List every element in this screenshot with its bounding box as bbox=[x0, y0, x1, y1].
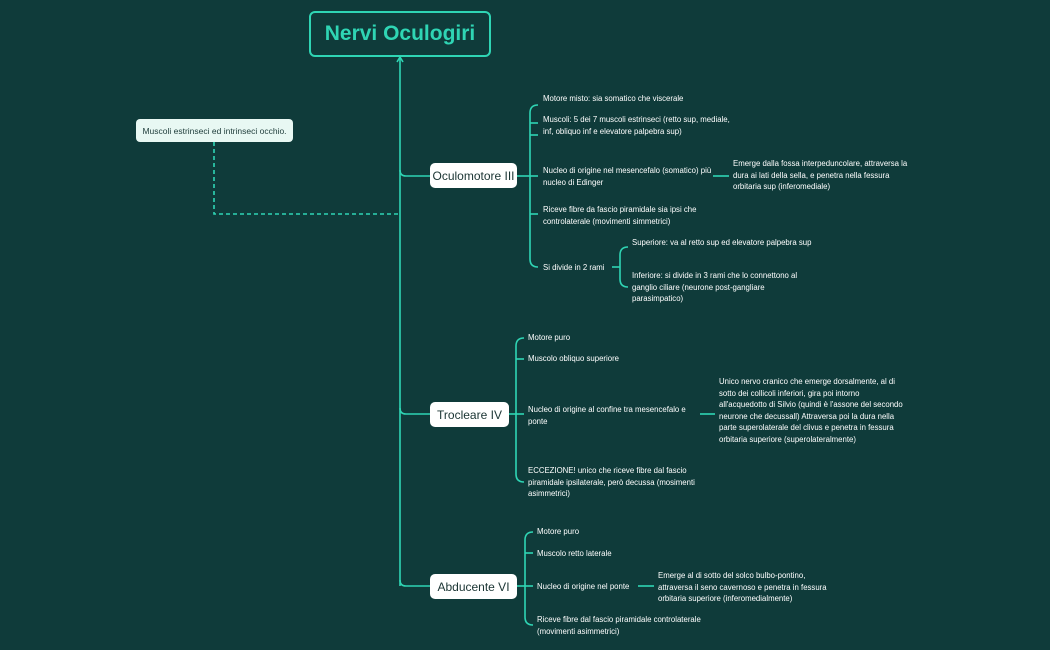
branch-oculomotore[interactable]: Oculomotore III bbox=[430, 163, 517, 188]
branch-trocleare[interactable]: Trocleare IV bbox=[430, 402, 509, 427]
connector-abd-spine bbox=[524, 531, 534, 626]
note-connector bbox=[213, 142, 400, 215]
troc-item-2[interactable]: Muscolo obliquo superiore bbox=[528, 354, 620, 363]
connector-troc-spine bbox=[515, 337, 525, 483]
branch-abducente[interactable]: Abducente VI bbox=[430, 574, 517, 599]
connector-trocleare bbox=[399, 407, 430, 415]
ocul-item-4[interactable]: Riceve fibre da fascio piramidale sia ip… bbox=[543, 205, 697, 226]
connector-abducente bbox=[399, 579, 430, 587]
abd-item-2[interactable]: Muscolo retto laterale bbox=[537, 549, 612, 558]
ocul-subitem-inferiore[interactable]: Inferiore: si divide in 3 rami che lo co… bbox=[632, 271, 798, 303]
root-node[interactable]: Nervi Oculogiri bbox=[309, 11, 491, 57]
connector-ocul-spine bbox=[529, 104, 539, 268]
ocul-item-3-detail[interactable]: Emerge dalla fossa interpeduncolare, att… bbox=[733, 159, 908, 191]
connector-ocul-split bbox=[619, 246, 629, 288]
trunk-arrow bbox=[396, 55, 404, 63]
troc-item-4[interactable]: ECCEZIONE! unico che riceve fibre dal fa… bbox=[528, 466, 695, 498]
abd-item-4[interactable]: Riceve fibre dal fascio piramidale contr… bbox=[537, 615, 701, 636]
ocul-item-1[interactable]: Motore misto: sia somatico che viscerale bbox=[543, 94, 684, 103]
troc-item-3[interactable]: Nucleo di origine al confine tra mesence… bbox=[528, 405, 686, 426]
ocul-item-2[interactable]: Muscoli: 5 dei 7 muscoli estrinseci (ret… bbox=[543, 115, 730, 136]
floating-note[interactable]: Muscoli estrinseci ed intrinseci occhio. bbox=[136, 119, 293, 142]
abd-item-3[interactable]: Nucleo di origine nel ponte bbox=[537, 582, 630, 591]
abd-item-3-detail[interactable]: Emerge al di sotto del solco bulbo-ponti… bbox=[658, 571, 827, 603]
ocul-item-5[interactable]: Si divide in 2 rami bbox=[543, 263, 605, 272]
troc-item-1[interactable]: Motore puro bbox=[528, 333, 571, 342]
ocul-item-3[interactable]: Nucleo di origine nel mesencefalo (somat… bbox=[543, 166, 712, 187]
ocul-subitem-superiore[interactable]: Superiore: va al retto sup ed elevatore … bbox=[632, 238, 812, 247]
troc-item-3-detail[interactable]: Unico nervo cranico che emerge dorsalmen… bbox=[719, 377, 903, 444]
abd-item-1[interactable]: Motore puro bbox=[537, 527, 580, 536]
connector-oculomotore bbox=[399, 169, 430, 177]
